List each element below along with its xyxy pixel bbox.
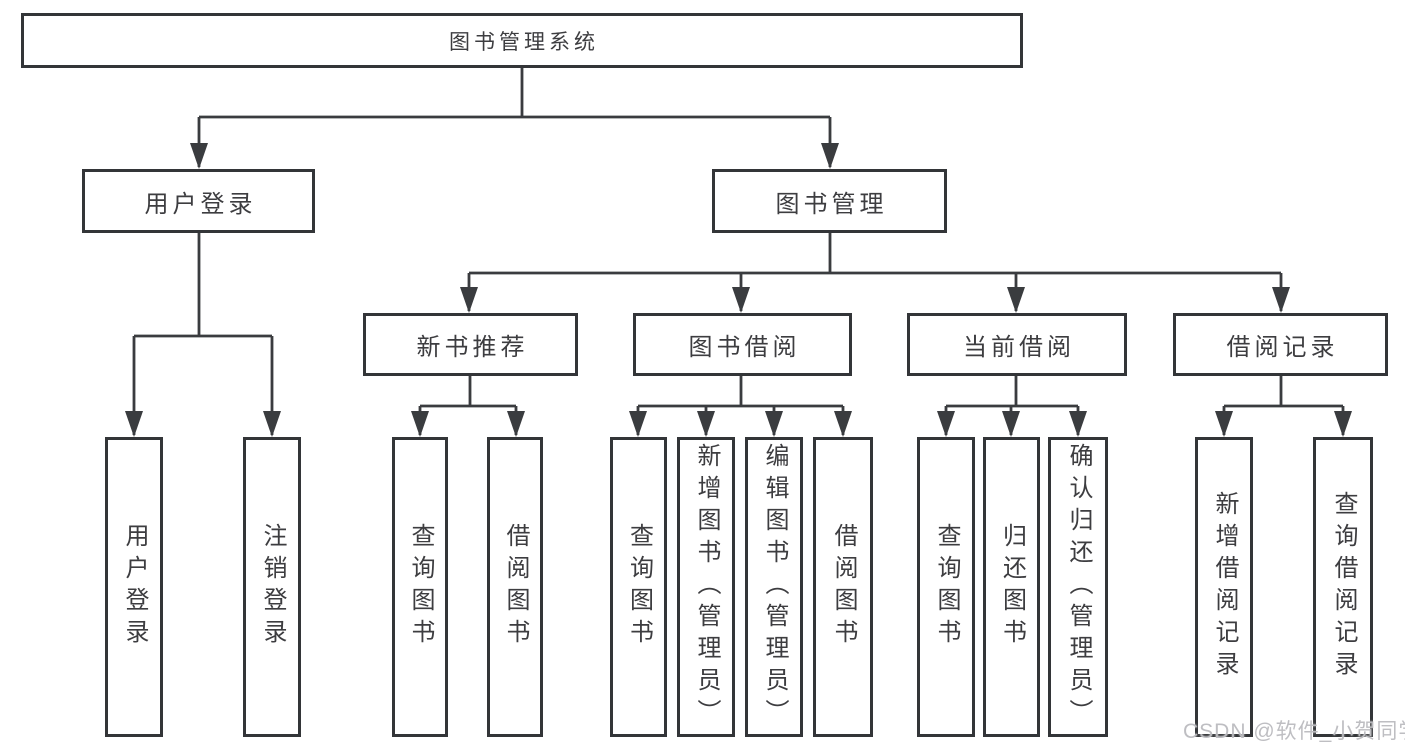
- leaf-confirm-return-admin: 确认归还（管理员）: [1048, 437, 1108, 737]
- leaf-query-borrow-record: 查询借阅记录: [1313, 437, 1373, 737]
- node-label: 图书借阅: [688, 334, 801, 361]
- arrowheads: [125, 143, 1352, 437]
- leaf-borrow-books-recommend: 借阅图书: [487, 437, 543, 737]
- node-user-login: 用户登录: [82, 169, 315, 233]
- node-label: 当前借阅: [963, 334, 1075, 361]
- leaf-query-books-recommend: 查询图书: [392, 437, 448, 737]
- leaf-add-book-admin: 新增图书（管理员）: [677, 437, 735, 737]
- leaf-query-books-current: 查询图书: [917, 437, 975, 737]
- node-label: 借阅记录: [1226, 334, 1339, 361]
- node-label: 用户登录: [144, 190, 257, 218]
- leaf-borrow-books: 借阅图书: [813, 437, 873, 737]
- node-borrow-records: 借阅记录: [1173, 313, 1388, 376]
- node-current-borrow: 当前借阅: [907, 313, 1127, 376]
- leaf-add-borrow-record: 新增借阅记录: [1195, 437, 1253, 737]
- leaf-return-books: 归还图书: [983, 437, 1040, 737]
- leaf-logout: 注销登录: [243, 437, 301, 737]
- leaf-query-books-borrow: 查询图书: [610, 437, 667, 737]
- node-new-book-recommend: 新书推荐: [363, 313, 578, 376]
- node-book-borrow: 图书借阅: [633, 313, 852, 376]
- node-system-root: 图书管理系统: [21, 13, 1023, 68]
- node-label: 新书推荐: [416, 334, 529, 361]
- node-label: 图书管理: [775, 190, 888, 218]
- node-label: 图书管理系统: [449, 30, 599, 54]
- leaf-edit-book-admin: 编辑图书（管理员）: [745, 437, 803, 737]
- csdn-watermark: CSDN @软件_小贺同学: [1183, 720, 1405, 743]
- leaf-user-login: 用户登录: [105, 437, 163, 737]
- node-book-management: 图书管理: [712, 169, 947, 233]
